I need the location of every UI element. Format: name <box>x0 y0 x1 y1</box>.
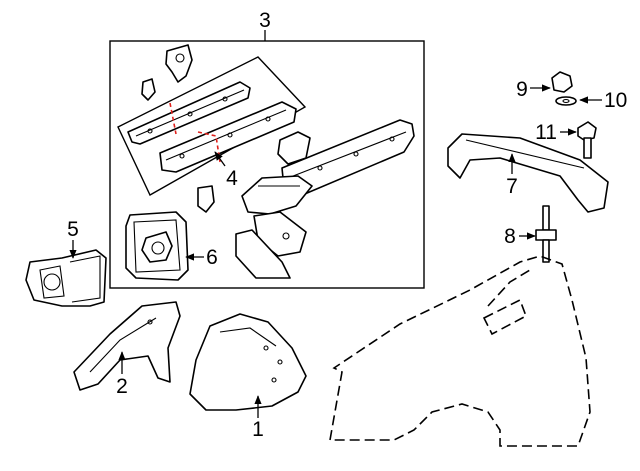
support-bracket <box>25 249 107 307</box>
callout-8: 8 <box>504 225 516 248</box>
mount-plate <box>125 211 189 281</box>
callout-5: 5 <box>67 218 79 241</box>
rail-inset-box <box>117 56 307 196</box>
nut <box>551 71 573 93</box>
rail-bracket <box>165 44 193 83</box>
upper-rail <box>127 81 251 145</box>
lower-rail <box>159 101 297 173</box>
callout-6: 6 <box>206 246 218 269</box>
callout-1: 1 <box>252 418 264 441</box>
extension-member <box>241 175 313 215</box>
callout-10: 10 <box>604 89 627 112</box>
upper-reinforcement <box>447 133 609 213</box>
wheelhouse-apron <box>73 301 181 391</box>
assembly-box <box>109 40 425 289</box>
bolt <box>577 121 597 159</box>
lower-bracket-b <box>235 229 291 279</box>
callout-7: 7 <box>506 175 518 198</box>
callout-9: 9 <box>516 78 528 101</box>
small-clip <box>141 78 156 101</box>
leader-4 <box>214 151 226 167</box>
small-bracket <box>197 185 215 213</box>
callout-2: 2 <box>116 375 128 398</box>
side-member-cap <box>277 131 311 165</box>
callout-4: 4 <box>226 167 238 190</box>
cut-line-upper <box>169 102 177 135</box>
wheelhouse-panel <box>189 313 307 411</box>
callout-3: 3 <box>259 9 271 32</box>
fender-outline <box>329 255 591 447</box>
callout-11: 11 <box>535 121 557 144</box>
washer <box>555 96 577 106</box>
stud <box>535 205 557 263</box>
